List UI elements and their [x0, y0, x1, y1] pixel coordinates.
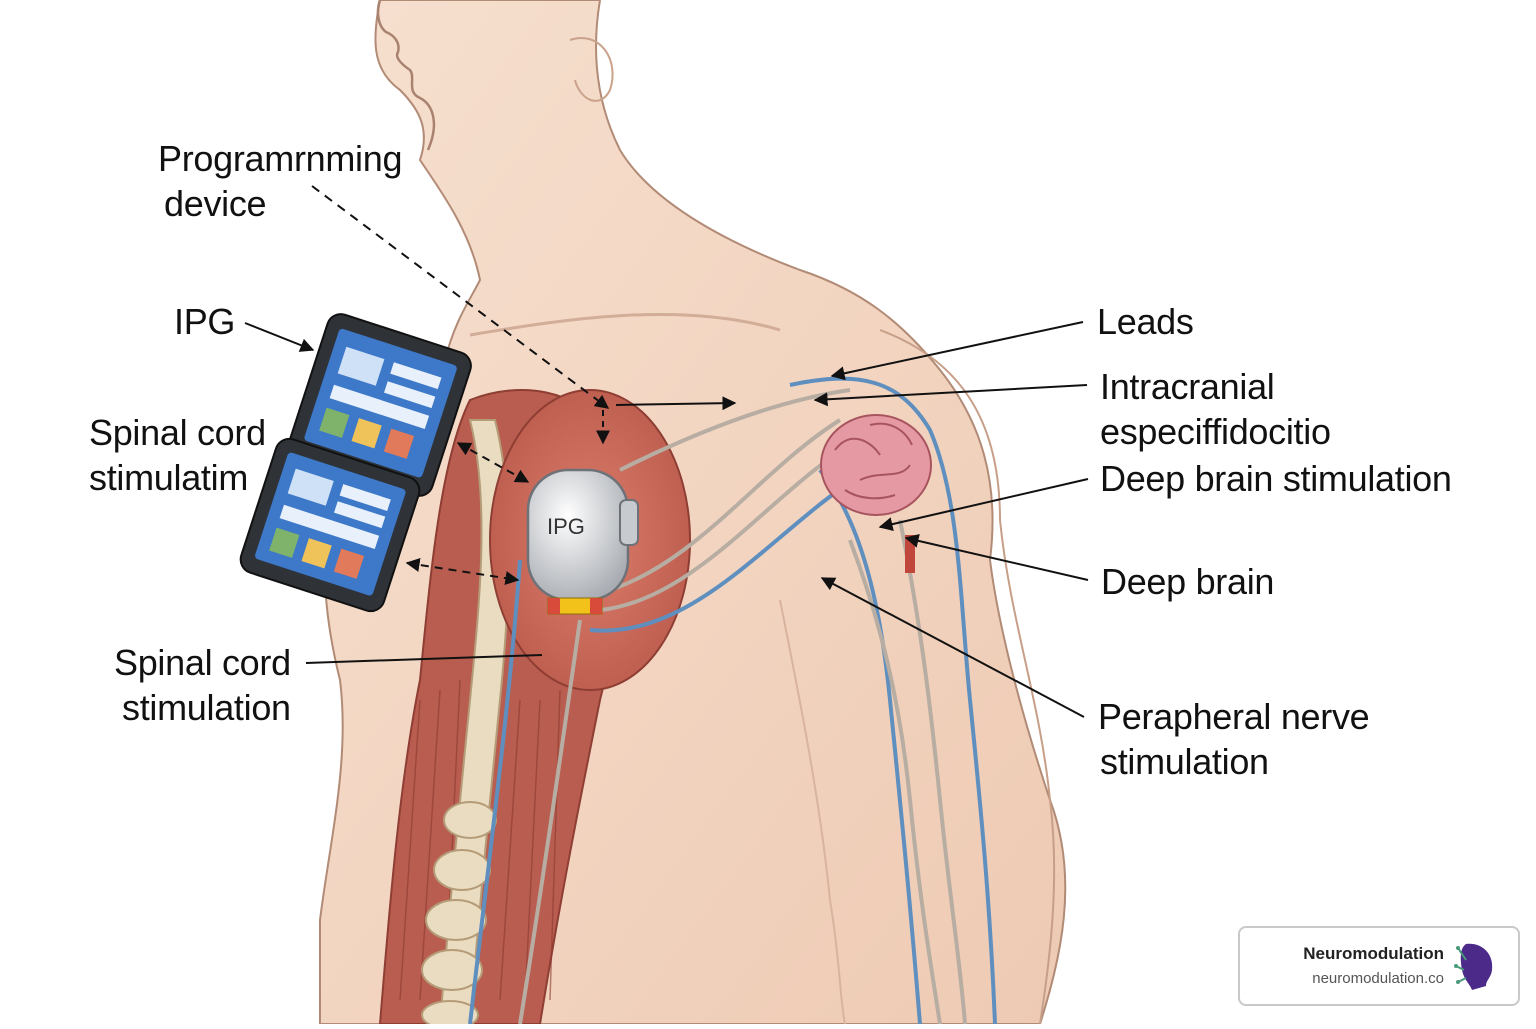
arm-inner [779, 599, 846, 1025]
label-pns-line1: Perapheral nerve [1098, 696, 1370, 737]
face-profile [376, 0, 436, 151]
label-leads: Leads [1097, 301, 1194, 342]
label-deep-brain: Deep brain [1101, 561, 1275, 602]
label-scs2-line1: Spinal cord [114, 642, 291, 683]
ipg-device [526, 468, 639, 615]
label-scs1-line1: Spinal cord [89, 412, 266, 453]
ipg-device-label: IPG [547, 514, 585, 539]
label-scs2-line2: stimulation [122, 687, 291, 728]
clavicle [469, 312, 781, 337]
label-scs1-line2: stimulatim [89, 457, 249, 498]
label-programming-device-line2: device [164, 183, 267, 224]
label-pns-line2: stimulation [1100, 741, 1269, 782]
leads [468, 376, 997, 1025]
label-ipg: IPG [174, 301, 236, 342]
programmer-tablet-upper [288, 313, 472, 497]
label-intracranial: Intracranial especiffidocitio [1100, 364, 1331, 454]
leader-lines [244, 185, 1089, 718]
label-peripheral-nerve-stimulation: Perapheral nerve stimulation [1098, 694, 1370, 784]
arm-contour [879, 329, 1056, 1025]
label-spinal-cord-stimulatim: Spinal cord stimulatim [89, 410, 266, 500]
brand-logo-icon [1454, 943, 1493, 990]
brain-model [820, 414, 932, 516]
label-intracranial-line1: Intracranial [1100, 366, 1275, 407]
label-intracranial-line2: especiffidocitio [1100, 411, 1331, 452]
label-deep-brain-stimulation: Deep brain stimulation [1100, 458, 1452, 499]
brand-badge[interactable]: Neuromodulation neuromodulation.co [1238, 926, 1520, 1006]
label-spinal-cord-stimulation: Spinal cord stimulation [114, 640, 291, 730]
programmer-tablet-lower [239, 437, 421, 613]
label-programming-device: Programrnming device [158, 136, 402, 226]
ear [569, 37, 614, 102]
lead-tip [905, 535, 915, 573]
brand-name: Neuromodulation [1303, 944, 1444, 963]
brand-url: neuromodulation.co [1312, 970, 1444, 987]
label-programming-device-line1: Programrnming [158, 138, 403, 179]
